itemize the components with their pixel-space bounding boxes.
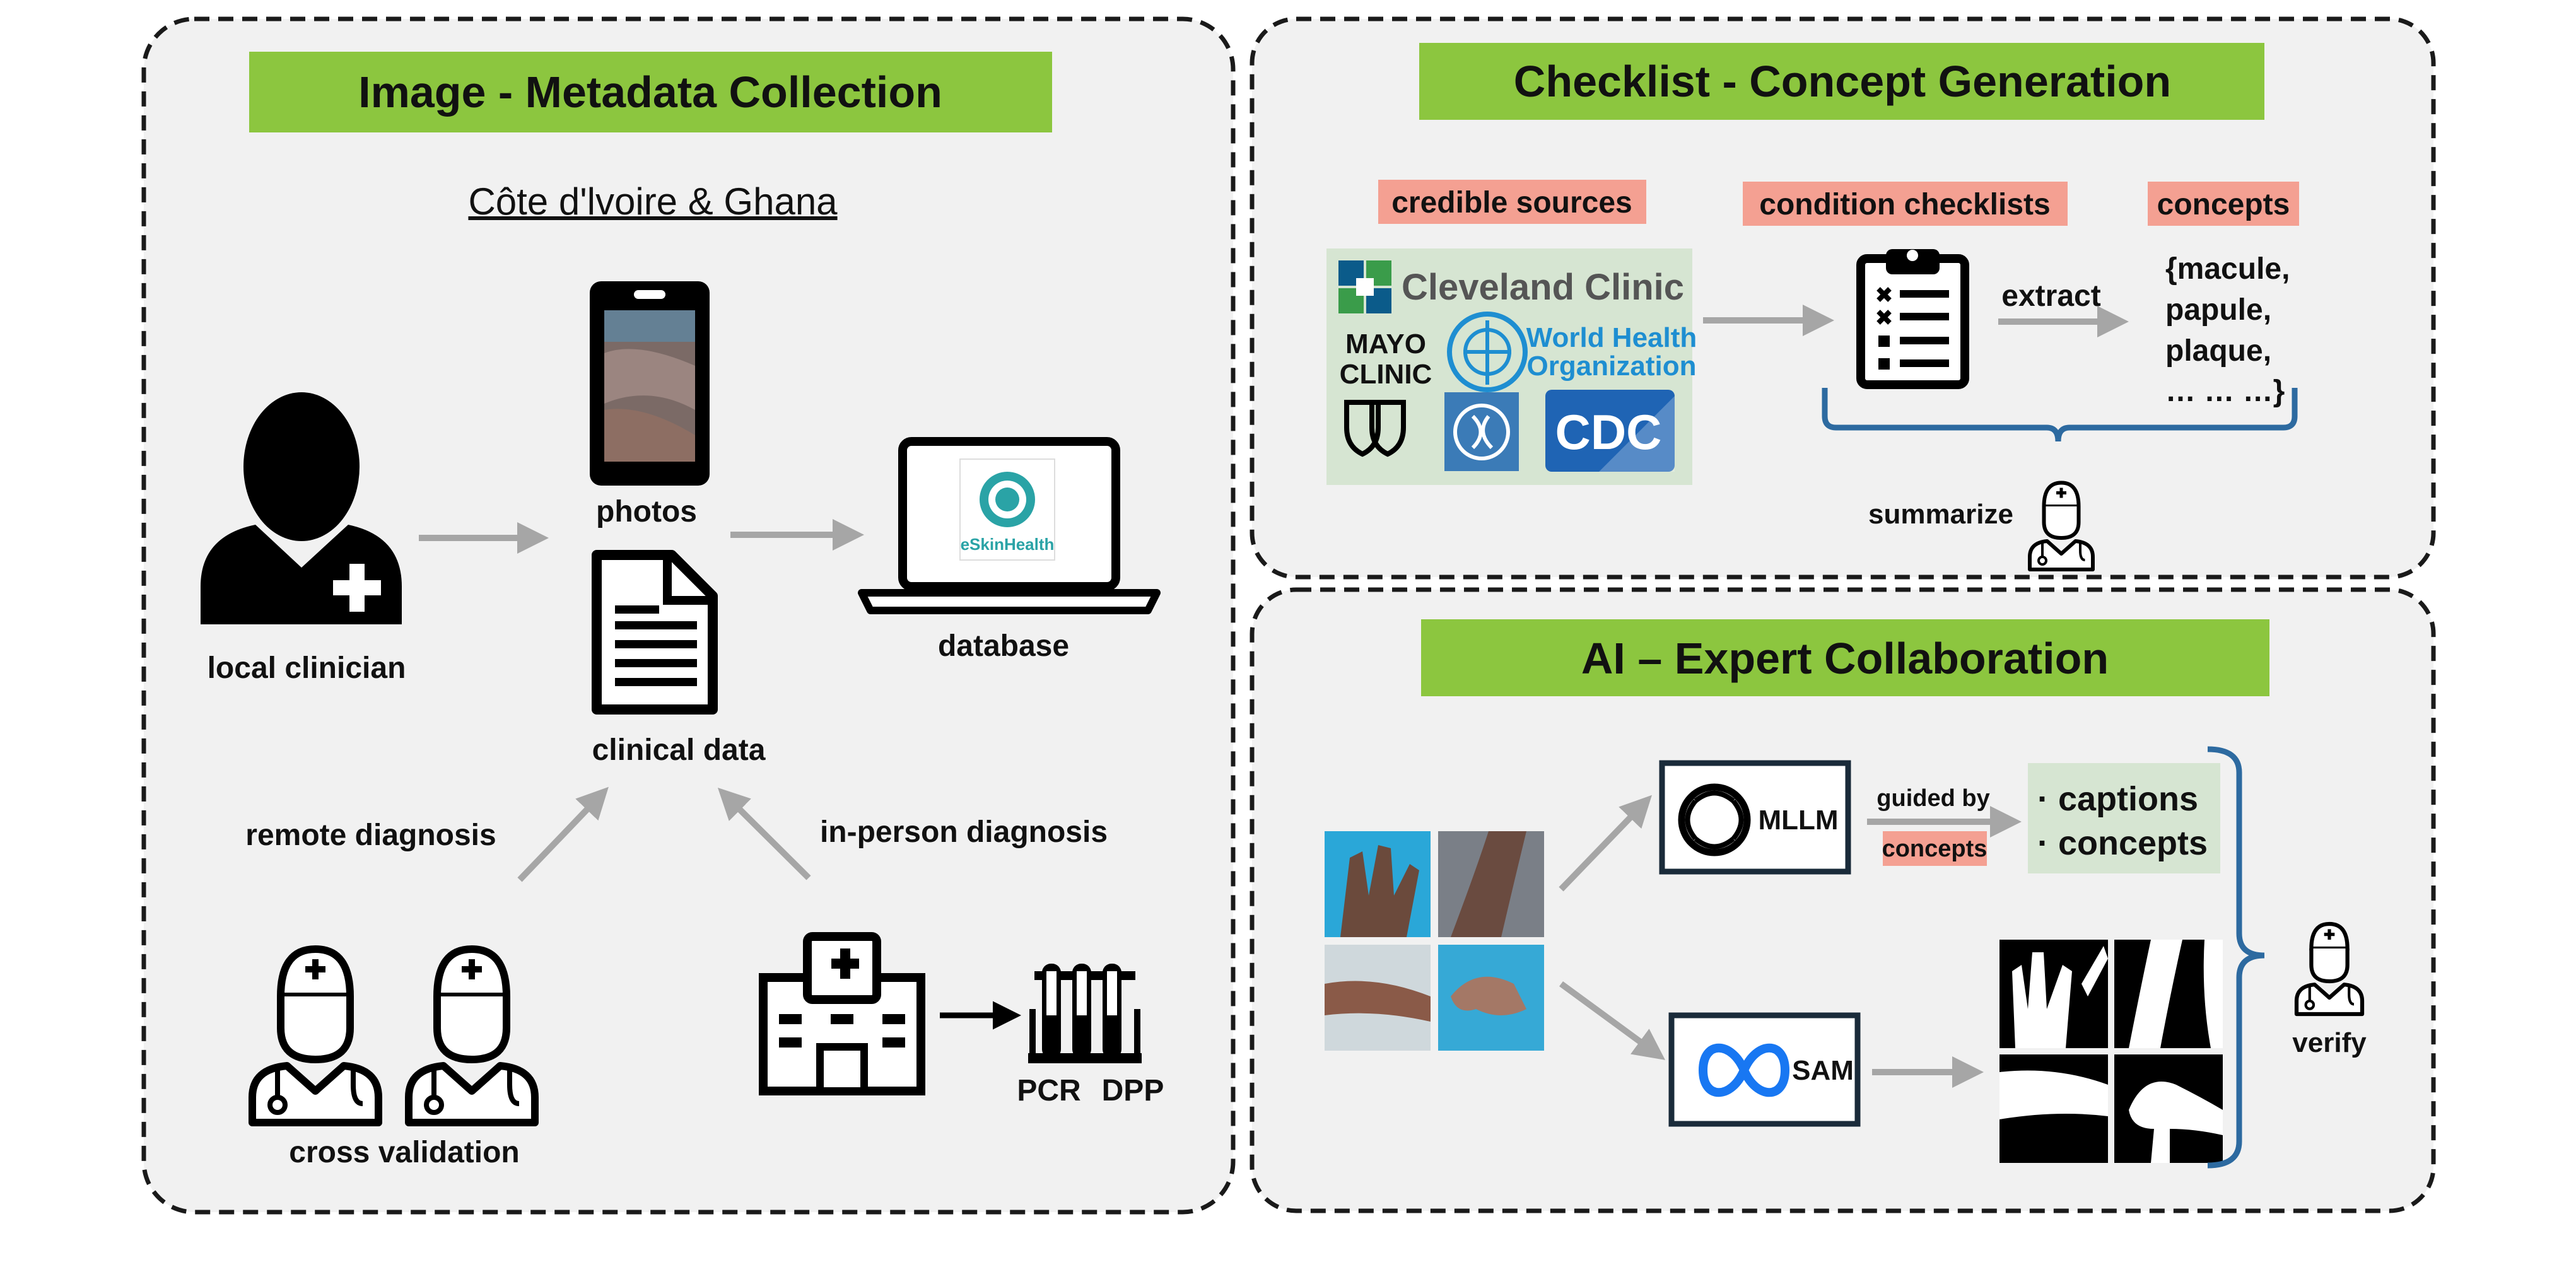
arrow-remote-diagnosis (517, 786, 609, 882)
credible-sources-tag-text: credible sources (1391, 186, 1632, 219)
clipboard-icon (1856, 249, 1969, 389)
inperson-diagnosis-label: in-person diagnosis (820, 815, 1108, 849)
output-captions: · captions (2037, 780, 2198, 818)
panel-collection-title: Image - Metadata Collection (358, 67, 942, 117)
cleveland-clinic-logo (1338, 260, 1391, 313)
who-text-2: Organization (1527, 351, 1697, 382)
mayo-text-2: CLINIC (1340, 359, 1432, 390)
pcr-label: PCR (1017, 1074, 1080, 1107)
verify-brace (2207, 746, 2265, 1169)
clinical-data-label: clinical data (592, 733, 766, 767)
panel-checklist-title-bar (1419, 43, 2264, 120)
hospital-icon (759, 932, 925, 1095)
clinician-icon (201, 392, 402, 624)
mllm-label: MLLM (1758, 805, 1838, 836)
arrow-photos-to-sam (1559, 981, 1666, 1060)
arrow-inperson-diagnosis (717, 787, 811, 880)
concept-item-2: papule, (2165, 293, 2271, 327)
arrow-photos-to-mllm (1559, 795, 1652, 892)
who-emblem-icon (1447, 312, 1528, 392)
location-label: Côte d'lvoire & Ghana (468, 180, 838, 223)
mayo-shields-icon (1344, 400, 1406, 457)
condition-checklists-tag (1743, 182, 2068, 226)
remote-diagnosis-label: remote diagnosis (245, 819, 496, 852)
photos-label: photos (596, 495, 697, 528)
guided-concepts-text: concepts (1882, 836, 1988, 862)
sources-logos: Cleveland Clinic MAYO CLINIC World Healt… (1326, 248, 1697, 485)
output-concepts: · concepts (2037, 824, 2208, 862)
openai-icon (1678, 783, 1751, 856)
panel-ai-title: AI – Expert Collaboration (1581, 634, 2109, 683)
panel-checklist: Checklist - Concept Generation credible … (1250, 16, 2436, 580)
concepts-tag-text: concepts (2157, 188, 2290, 221)
summarize-brace (1822, 388, 2298, 442)
concept-item-3: plaque, (2165, 334, 2271, 368)
verify-label: verify (2292, 1027, 2367, 1058)
sam-box: SAM (1668, 1012, 1861, 1127)
document-icon (592, 550, 718, 715)
dpp-label: DPP (1102, 1074, 1164, 1107)
concepts-tag (2148, 182, 2299, 226)
panel-ai-title-bar (1421, 619, 2269, 696)
condition-checklists-tag-text: condition checklists (1759, 188, 2050, 221)
local-clinician-label: local clinician (208, 651, 406, 685)
concept-item-1: {macule, (2165, 252, 2290, 286)
summarize-label: summarize (1868, 499, 2013, 530)
panel-checklist-title: Checklist - Concept Generation (1514, 57, 2171, 106)
extract-label: extract (2001, 279, 2100, 313)
guided-concepts-tag (1883, 831, 1987, 866)
database-label: database (938, 629, 1069, 663)
meta-infinity-icon (1698, 1043, 1790, 1097)
panel-collection: Image - Metadata Collection Côte d'lvoir… (141, 16, 1236, 1215)
panel-collection-title-bar (249, 52, 1052, 132)
cleveland-clinic-text: Cleveland Clinic (1402, 267, 1684, 308)
phone-icon (590, 281, 710, 486)
mllm-box: MLLM (1659, 760, 1851, 875)
guided-by-label: guided by (1876, 785, 1989, 812)
concept-item-4: … … …} (2165, 375, 2285, 408)
mayo-text-1: MAYO (1345, 329, 1426, 359)
outputs-box (2028, 763, 2220, 873)
credible-sources-tag (1378, 180, 1646, 224)
eskinhealth-logo-text: eSkinHealth (961, 535, 1055, 554)
cdc-logo-icon: CDC (1545, 390, 1675, 472)
hhs-logo-icon (1444, 392, 1519, 471)
test-tubes-icon (1028, 964, 1142, 1063)
cdc-logo-text: CDC (1555, 404, 1662, 460)
segmentation-masks (1999, 940, 2223, 1163)
sam-label: SAM (1792, 1055, 1854, 1086)
who-text-1: World Health (1526, 322, 1697, 353)
cross-validation-label: cross validation (289, 1136, 519, 1169)
lesion-photos (1325, 831, 1544, 1051)
laptop-icon: eSkinHealth (858, 437, 1161, 614)
panel-ai: AI – Expert Collaboration MLLM guided by (1250, 587, 2436, 1213)
